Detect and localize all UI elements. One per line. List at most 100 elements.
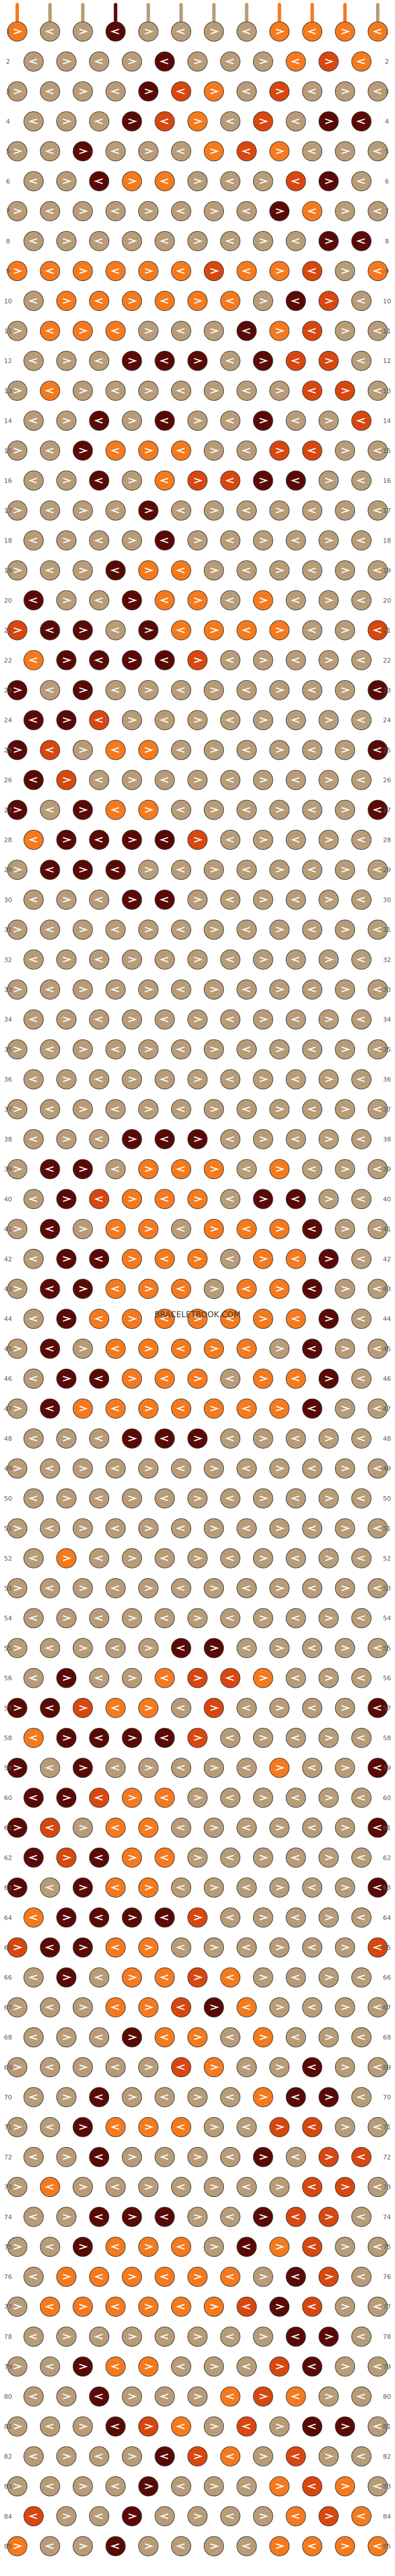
knot-arrow-icon: [341, 1585, 351, 1591]
knot: [285, 2207, 306, 2227]
row-number: 52: [383, 1555, 391, 1562]
knot: [237, 2476, 257, 2497]
knot-arrow-icon: [307, 2304, 316, 2310]
knot-arrow-icon: [356, 1855, 365, 1861]
knot: [24, 231, 44, 251]
knot-arrow-icon: [63, 298, 72, 304]
knot: [253, 1847, 273, 1868]
knot-arrow-icon: [224, 837, 234, 843]
knot: [154, 2207, 175, 2227]
knot-arrow-icon: [79, 1765, 88, 1771]
knot-arrow-icon: [176, 2483, 185, 2489]
knot-arrow-icon: [110, 328, 119, 334]
knot-arrow-icon: [224, 2034, 234, 2040]
knot-arrow-icon: [13, 2184, 23, 2190]
knot-arrow-icon: [341, 2064, 351, 2070]
knot-arrow-icon: [193, 238, 203, 244]
knot-arrow-icon: [307, 627, 316, 633]
knot: [367, 440, 388, 461]
knot-arrow-icon: [325, 1256, 334, 1262]
knot-arrow-icon: [44, 687, 54, 693]
knot-arrow-icon: [79, 508, 88, 514]
knot-arrow-icon: [341, 447, 351, 454]
knot: [237, 1458, 257, 1479]
knot-arrow-icon: [341, 1825, 351, 1831]
knot-arrow-icon: [276, 328, 285, 334]
knot-arrow-icon: [145, 508, 154, 514]
knot: [72, 560, 93, 581]
knot: [269, 2536, 290, 2557]
knot-arrow-icon: [341, 1046, 351, 1052]
knot: [138, 380, 158, 401]
knot-arrow-icon: [210, 2124, 219, 2130]
knot-arrow-icon: [307, 567, 316, 573]
knot-arrow-icon: [44, 1226, 54, 1232]
knot: [105, 2536, 126, 2557]
knot: [40, 2057, 60, 2078]
knot: [89, 1189, 110, 1209]
knot-arrow-icon: [79, 1825, 88, 1831]
knot-arrow-icon: [110, 1825, 119, 1831]
knot: [24, 650, 44, 670]
knot: [89, 830, 110, 850]
knot-arrow-icon: [356, 2394, 365, 2399]
knot: [105, 201, 126, 221]
knot-arrow-icon: [356, 1675, 365, 1681]
knot: [367, 860, 388, 880]
knot: [318, 1069, 339, 1090]
knot: [72, 2057, 93, 2078]
knot-arrow-icon: [13, 2004, 23, 2011]
knot-arrow-icon: [28, 2094, 37, 2100]
knot-arrow-icon: [193, 1914, 203, 1921]
knot-arrow-icon: [193, 597, 203, 603]
knot-arrow-icon: [372, 2184, 382, 2190]
knot-arrow-icon: [44, 29, 54, 34]
knot-arrow-icon: [159, 537, 169, 544]
knot-arrow-icon: [307, 2423, 316, 2430]
knot-arrow-icon: [193, 777, 203, 783]
knot: [154, 1787, 175, 1808]
knot: [171, 740, 191, 760]
knot: [351, 1248, 371, 1269]
knot: [269, 2057, 290, 2078]
knot: [237, 380, 257, 401]
knot: [105, 1338, 126, 1359]
row-number: 72: [4, 2153, 12, 2161]
knot: [138, 321, 158, 341]
knot: [204, 1219, 224, 1239]
knot-arrow-icon: [110, 1345, 119, 1352]
knot: [138, 860, 158, 880]
knot: [237, 1279, 257, 1299]
knot: [302, 440, 323, 461]
knot: [367, 1817, 388, 1838]
knot: [351, 710, 371, 731]
knot: [318, 2207, 339, 2227]
knot-arrow-icon: [356, 2453, 365, 2460]
knot: [89, 2087, 110, 2107]
knot: [220, 171, 241, 192]
knot-arrow-icon: [259, 1316, 269, 1322]
knot-arrow-icon: [224, 2154, 234, 2160]
knot-arrow-icon: [291, 178, 300, 184]
knot-arrow-icon: [110, 2483, 119, 2489]
knot-arrow-icon: [28, 957, 37, 963]
knot-arrow-icon: [44, 2004, 54, 2011]
knot: [285, 350, 306, 371]
knot: [171, 201, 191, 221]
knot: [7, 1937, 28, 1958]
row-number: 15: [4, 447, 12, 455]
knot-arrow-icon: [291, 537, 300, 544]
knot: [302, 81, 323, 102]
knot-arrow-icon: [276, 1525, 285, 1532]
knot: [72, 1458, 93, 1479]
knot: [56, 2146, 77, 2167]
knot: [318, 411, 339, 431]
knot: [7, 1219, 28, 1239]
knot: [154, 111, 175, 132]
knot: [7, 1997, 28, 2017]
knot-arrow-icon: [241, 1166, 250, 1172]
knot-arrow-icon: [145, 1345, 154, 1352]
knot-arrow-icon: [241, 747, 250, 753]
knot-arrow-icon: [176, 1166, 185, 1172]
